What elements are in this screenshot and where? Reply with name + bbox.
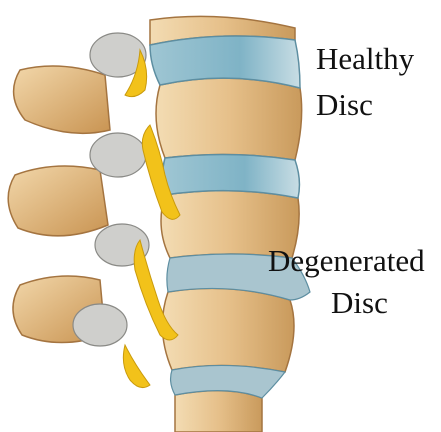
degenerated-disc-label-line1: Degenerated (268, 243, 425, 279)
degenerated-disc-label-line2: Disc (331, 285, 388, 321)
healthy-disc-label-line1: Healthy (316, 41, 414, 77)
healthy-disc-label-line2: Disc (316, 87, 373, 123)
spinous-processes (8, 66, 110, 343)
